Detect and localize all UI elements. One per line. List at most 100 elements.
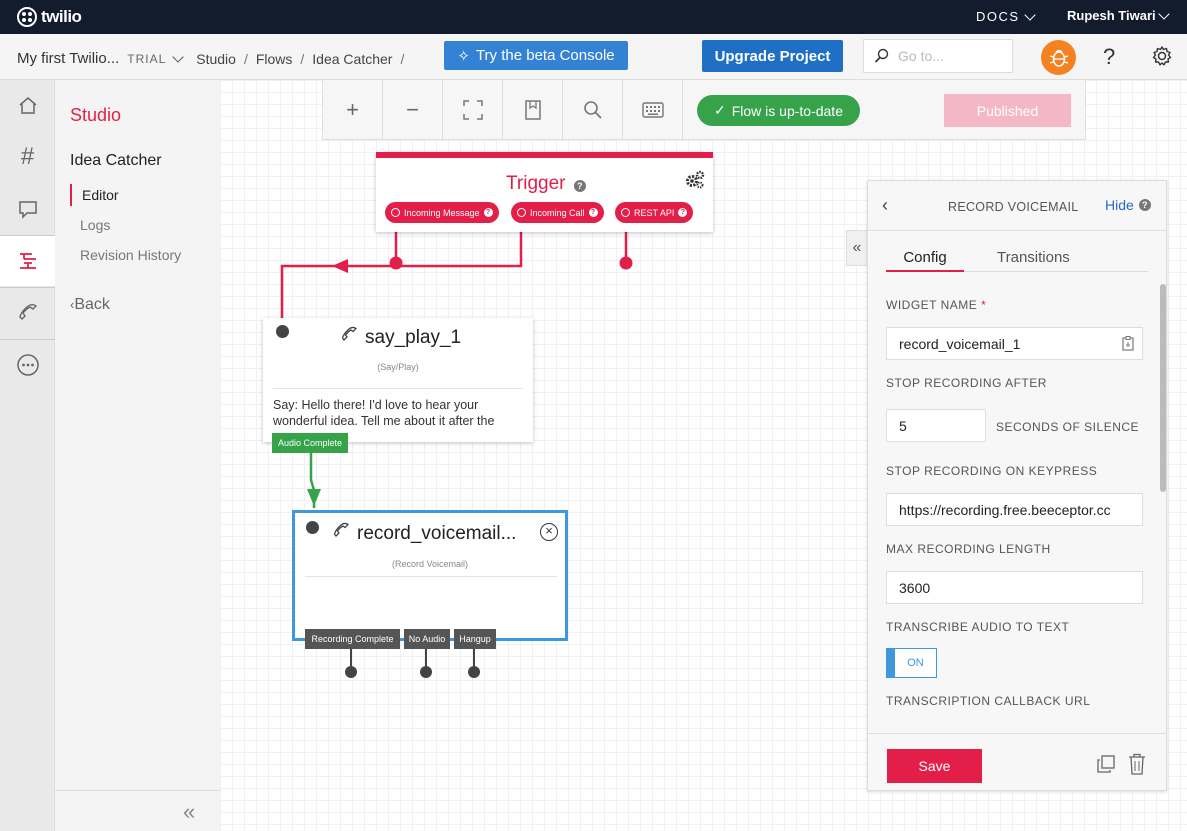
debugger-button[interactable] (1041, 40, 1076, 75)
plan-badge: TRIAL (127, 51, 167, 66)
user-menu[interactable]: Rupesh Tiwari (1067, 7, 1170, 23)
close-icon[interactable]: × (540, 523, 558, 541)
panel-header: ‹ RECORD VOICEMAIL Hide ? (868, 181, 1166, 231)
max-length-field[interactable]: 3600 (886, 571, 1143, 604)
docs-menu[interactable]: DOCS (976, 8, 1036, 24)
subnav-item-revision-history[interactable]: Revision History (80, 247, 182, 263)
user-name: Rupesh Tiwari (1067, 8, 1156, 23)
clipboard-icon[interactable] (1122, 336, 1134, 354)
twilio-logo-icon (17, 7, 37, 27)
chevron-left-icon: ‹ (70, 297, 75, 312)
breadcrumb: My first Twilio... TRIAL Studio / Flows … (17, 50, 404, 67)
max-length-label: MAX RECORDING LENGTH (886, 542, 1051, 556)
home-icon[interactable] (0, 80, 55, 130)
zoom-out-icon[interactable]: − (383, 80, 443, 140)
save-button[interactable]: Save (887, 749, 982, 783)
search-icon[interactable] (563, 80, 623, 140)
breadcrumb-idea-catcher[interactable]: Idea Catcher (312, 50, 393, 67)
widget-name: record_voicemail... (357, 523, 517, 544)
search-input[interactable] (898, 48, 1008, 64)
beta-console-label: Try the beta Console (475, 47, 615, 64)
subnav-item-editor[interactable]: Editor (70, 184, 119, 206)
trigger-widget[interactable]: Trigger ? Incoming Message ? Incoming Ca… (376, 152, 713, 232)
keypress-field[interactable]: https://recording.free.beeceptor.cc (886, 493, 1143, 526)
tab-config[interactable]: Config (886, 249, 964, 272)
trigger-output-incoming-message[interactable]: Incoming Message ? (385, 202, 499, 223)
bug-icon (1049, 49, 1068, 67)
help-circle-icon[interactable]: ? (1138, 199, 1151, 211)
trash-icon[interactable] (1128, 753, 1146, 780)
back-label: Back (74, 296, 110, 313)
help-icon[interactable]: ? (1103, 44, 1116, 69)
flow-status-badge: ✓ Flow is up-to-date (697, 95, 860, 126)
tab-transitions[interactable]: Transitions (997, 249, 1070, 266)
duplicate-icon[interactable] (1096, 754, 1116, 779)
trigger-output-label: Incoming Message (404, 207, 480, 218)
input-port[interactable] (306, 521, 319, 534)
subnav-title: Studio (70, 105, 122, 125)
product-icon-rail: # (0, 80, 55, 831)
hide-panel-link[interactable]: Hide ? (1105, 197, 1151, 213)
settings-gear-icon[interactable] (1151, 45, 1173, 72)
sparkle-icon: ✧ (457, 47, 470, 65)
docs-label: DOCS (976, 9, 1020, 24)
goto-search[interactable] (863, 39, 1013, 73)
chevron-down-icon[interactable] (172, 50, 184, 63)
output-hangup[interactable]: Hangup (454, 629, 496, 649)
trigger-output-rest-api[interactable]: REST API ? (615, 202, 694, 223)
output-audio-complete[interactable]: Audio Complete (272, 433, 348, 453)
double-chevron-left-icon: « (852, 239, 862, 256)
check-icon: ✓ (713, 102, 726, 118)
input-port[interactable] (276, 325, 289, 338)
help-circle-icon[interactable]: ? (573, 180, 586, 192)
breadcrumb-flows[interactable]: Flows (255, 50, 293, 67)
chevron-left-icon[interactable]: ‹ (882, 195, 888, 215)
output-no-audio[interactable]: No Audio (404, 629, 450, 649)
panel-collapse-button[interactable]: « (846, 230, 868, 266)
widget-name-value: record_voicemail_1 (899, 335, 1021, 352)
output-recording-complete[interactable]: Recording Complete (305, 629, 400, 649)
back-link[interactable]: ‹Back (70, 296, 110, 314)
zoom-in-icon[interactable]: + (323, 80, 383, 140)
transcribe-toggle[interactable]: ON (886, 648, 937, 678)
fit-screen-icon[interactable] (443, 80, 503, 140)
trigger-output-label: REST API (634, 207, 675, 218)
phone-numbers-hash-icon[interactable]: # (20, 143, 35, 170)
project-name[interactable]: My first Twilio... (17, 50, 120, 67)
publish-button[interactable]: Published (944, 94, 1071, 127)
bookmark-icon[interactable] (503, 80, 563, 140)
voice-phone-icon[interactable] (0, 288, 55, 338)
chevron-down-icon (1023, 8, 1036, 21)
console-header: My first Twilio... TRIAL Studio / Flows … (0, 34, 1187, 80)
breadcrumb-studio[interactable]: Studio (196, 50, 236, 67)
help-circle-icon: ? (678, 208, 688, 217)
toggle-state: ON (907, 657, 924, 669)
trigger-title: Trigger ? (506, 173, 586, 195)
phone-icon (341, 326, 359, 350)
widget-name-field[interactable]: record_voicemail_1 (886, 327, 1143, 360)
say-play-widget[interactable]: say_play_1 (Say/Play) Say: Hello there! … (263, 318, 533, 453)
trigger-title-text: Trigger (506, 173, 566, 194)
more-ellipsis-icon[interactable] (0, 340, 55, 390)
upgrade-project-button[interactable]: Upgrade Project (702, 40, 843, 72)
widget-title: say_play_1 (341, 326, 461, 350)
widget-type: (Say/Play) (377, 362, 419, 372)
flow-name: Idea Catcher (70, 152, 162, 169)
circle-icon (517, 208, 526, 217)
breadcrumb-separator: / (243, 50, 248, 67)
gears-icon[interactable] (684, 170, 706, 195)
search-icon (874, 48, 889, 63)
panel-scrollbar[interactable] (1160, 284, 1166, 492)
record-voicemail-widget[interactable]: record_voicemail... × (Record Voicemail)… (292, 510, 568, 649)
transcribe-label: TRANSCRIBE AUDIO TO TEXT (886, 620, 1070, 634)
studio-flow-icon[interactable] (0, 236, 55, 286)
keyboard-icon[interactable] (623, 80, 683, 140)
stop-after-field[interactable]: 5 (886, 409, 986, 442)
trigger-output-incoming-call[interactable]: Incoming Call ? (511, 202, 604, 223)
beta-console-button[interactable]: ✧ Try the beta Console (444, 41, 628, 70)
double-chevron-left-icon[interactable]: « (183, 799, 196, 824)
twilio-logo[interactable]: twilio (17, 7, 82, 27)
subnav-item-logs[interactable]: Logs (80, 217, 111, 233)
collapse-sidebar[interactable]: « (55, 790, 220, 831)
messaging-chat-icon[interactable] (0, 184, 55, 234)
